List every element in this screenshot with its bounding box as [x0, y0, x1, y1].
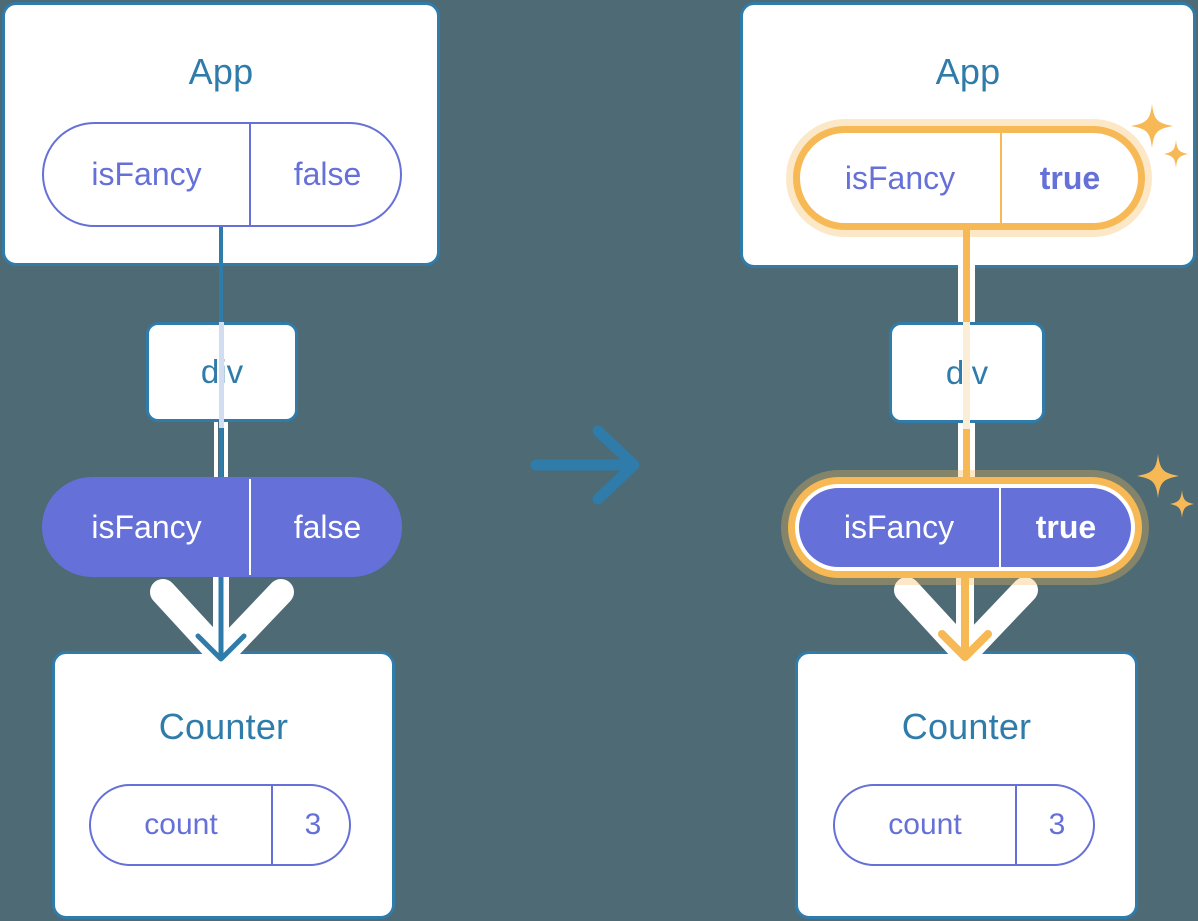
sparkle-icon	[1137, 454, 1179, 498]
prop-pill-value: false	[249, 479, 404, 575]
sparkle-icon	[1170, 490, 1194, 518]
panel-title-counter-right: Counter	[901, 706, 1032, 747]
state-pill-value: 3	[1015, 786, 1097, 864]
panel-title-counter-left: Counter	[158, 706, 289, 747]
wire-app-to-div-left	[219, 175, 223, 323]
wire-through-div-left	[219, 322, 224, 428]
sparkle-group-app-right	[1128, 102, 1190, 174]
state-pill-name: isFancy	[91, 156, 202, 192]
arrow-prop-to-counter-left	[141, 562, 303, 675]
arrow-right-icon	[530, 425, 640, 505]
wire-app-to-div-right	[963, 178, 970, 324]
prop-pill-value: true	[999, 488, 1131, 567]
sparkle-icon	[1164, 140, 1188, 168]
wire-div-to-prop-right	[963, 421, 970, 489]
sparkle-group-prop-right	[1134, 452, 1196, 524]
prop-pill-name: isFancy	[843, 509, 955, 545]
panel-title-app-right: App	[935, 51, 1001, 92]
wire-div-to-prop-left	[219, 420, 223, 488]
element-box-div-left: div	[146, 322, 298, 428]
state-pill-name: isFancy	[844, 159, 956, 196]
prop-pill-right: isFancy true	[795, 484, 1135, 571]
prop-pill-left: isFancy false	[42, 477, 402, 577]
element-box-div-right: div	[889, 322, 1045, 429]
state-pill-counter-left: count 3	[89, 784, 351, 866]
state-pill-value: 3	[271, 786, 353, 864]
state-pill-value: true	[1000, 133, 1138, 223]
state-pill-app-left: isFancy false	[42, 122, 402, 227]
panel-title-app-left: App	[188, 51, 254, 92]
state-pill-counter-right: count 3	[833, 784, 1095, 866]
sparkle-icon	[1131, 104, 1173, 148]
wire-through-div-right	[963, 322, 970, 429]
arrow-prop-to-counter-right	[885, 559, 1047, 673]
state-pill-name: count	[144, 808, 218, 841]
state-pill-app-right: isFancy true	[793, 126, 1145, 230]
state-pill-name: count	[888, 808, 962, 841]
prop-pill-name: isFancy	[91, 508, 202, 545]
state-pill-value: false	[249, 124, 404, 225]
transition-arrow	[528, 420, 648, 510]
